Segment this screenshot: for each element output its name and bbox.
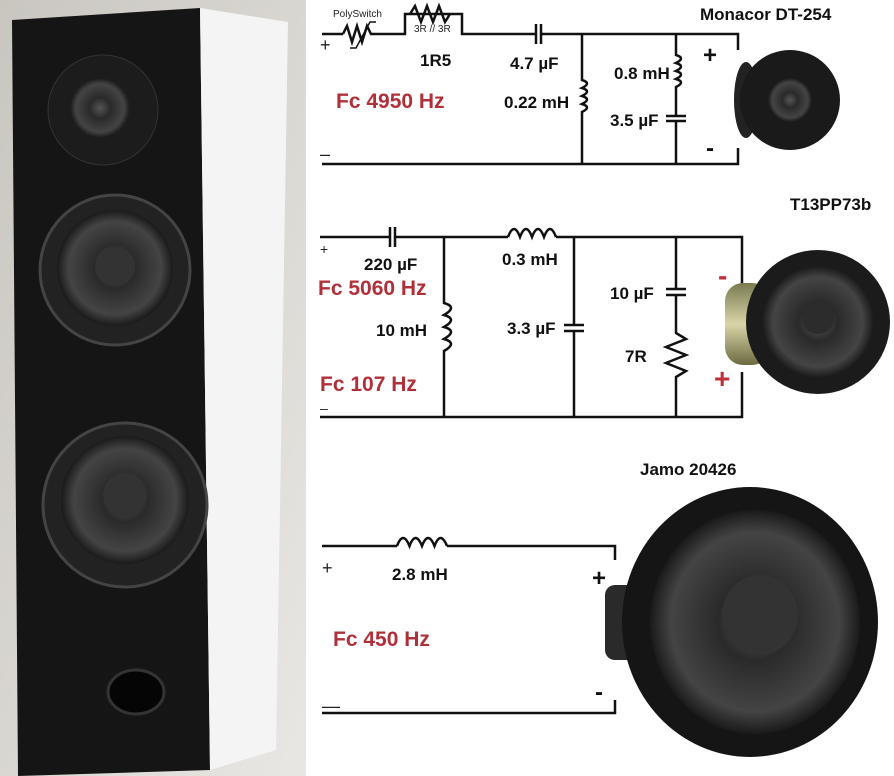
input-minus: —	[322, 696, 340, 716]
input-minus: –	[320, 144, 330, 164]
zobel-cap-value: 10 µF	[610, 284, 654, 303]
zobel-res-value: 7R	[625, 347, 647, 366]
midrange-photo	[725, 250, 890, 394]
series-inductor-icon	[506, 227, 558, 241]
woofer-fc: Fc 450 Hz	[333, 628, 430, 651]
bass-port	[106, 668, 166, 716]
tweeter-circuit: PolySwitch 3R // 3R 1R5 4.7 µF 0.22 mH 0…	[320, 2, 840, 166]
input-plus: +	[320, 241, 328, 257]
cabinet-woofer	[41, 421, 209, 589]
tweeter-photo	[734, 50, 840, 150]
series-inductor-value: 0.3 mH	[502, 250, 558, 269]
tweeter-title: Monacor DT-254	[700, 5, 832, 24]
cabinet-midrange	[38, 193, 192, 347]
shunt-inductor-value: 10 mH	[376, 321, 427, 340]
midrange-title: T13PP73b	[790, 195, 871, 214]
resistor-pair-label: 3R // 3R	[414, 24, 451, 35]
capacitor-icon	[534, 24, 543, 44]
shunt-inductor-value: 0.22 mH	[504, 93, 569, 112]
woofer-title: Jamo 20426	[640, 460, 736, 479]
midrange-circuit: 220 µF Fc 5060 Hz 10 mH Fc 107 Hz 0.3 mH…	[318, 195, 890, 419]
input-plus: +	[322, 558, 333, 578]
speaker-minus: -	[718, 260, 727, 291]
inductor-icon	[578, 34, 589, 164]
notch-cap-value: 3.5 µF	[610, 111, 659, 130]
speaker-plus: +	[703, 42, 717, 69]
speaker-minus: -	[595, 679, 603, 706]
speaker-minus: -	[706, 135, 714, 162]
series-inductor-value: 2.8 mH	[392, 565, 448, 584]
tweeter-fc: Fc 4950 Hz	[336, 90, 445, 113]
woofer-circuit: 2.8 mH Fc 450 Hz + — + - Jamo 20426	[322, 460, 878, 757]
input-minus: –	[320, 400, 328, 416]
resistor-icon	[408, 2, 452, 26]
resistor-value: 1R5	[420, 51, 451, 70]
series-cap-value: 220 µF	[364, 255, 417, 274]
woofer-photo	[605, 487, 878, 757]
midrange-fc-low: Fc 107 Hz	[320, 373, 417, 396]
input-plus: +	[320, 35, 331, 55]
notch-inductor-value: 0.8 mH	[614, 64, 670, 83]
midrange-fc-high: Fc 5060 Hz	[318, 277, 427, 300]
polyswitch-icon	[341, 21, 375, 47]
series-cap-value: 4.7 µF	[510, 54, 559, 73]
series-inductor-icon	[395, 536, 449, 550]
polyswitch-label: PolySwitch	[333, 9, 382, 20]
shunt-cap-value: 3.3 µF	[507, 319, 556, 338]
speaker-cabinet-photo	[0, 0, 306, 776]
cabinet-tweeter	[47, 54, 159, 166]
speaker-plus: +	[592, 565, 606, 592]
speaker-plus: +	[714, 363, 730, 394]
